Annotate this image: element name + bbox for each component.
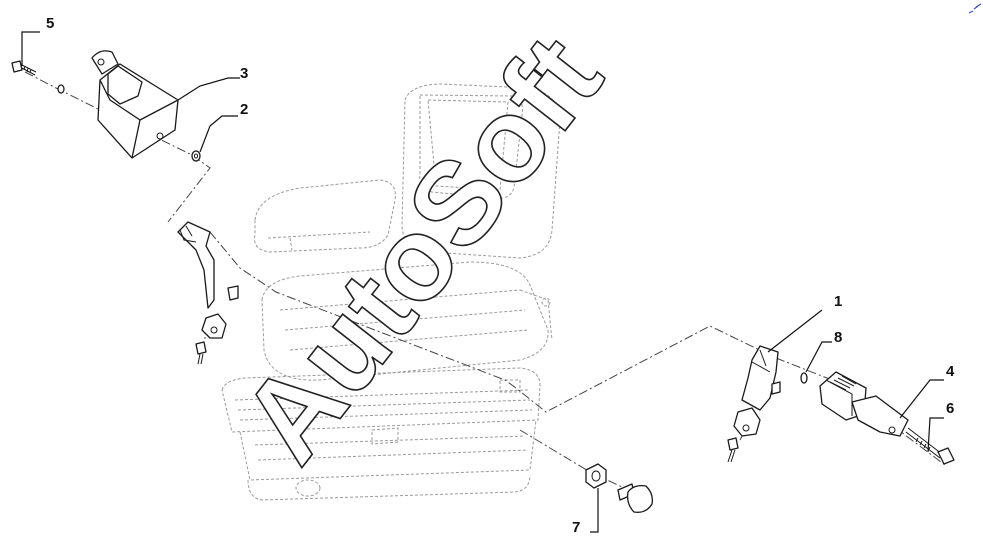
part-4-switch xyxy=(819,371,909,437)
left-bracket xyxy=(177,221,239,365)
callout-1: 1 xyxy=(834,293,842,310)
part-6-bolt xyxy=(905,427,955,465)
part-7-knob xyxy=(585,463,654,513)
leader-lines xyxy=(21,31,944,533)
watermark: AutoSoft xyxy=(216,12,627,486)
callout-3: 3 xyxy=(240,65,248,82)
part-3-module xyxy=(91,50,179,159)
callout-8: 8 xyxy=(834,329,842,346)
callout-7: 7 xyxy=(572,519,580,536)
callout-4: 4 xyxy=(946,363,955,380)
part-1-bracket xyxy=(727,345,781,463)
part-5-screw xyxy=(11,60,65,94)
corner-mark xyxy=(968,3,982,14)
callout-2: 2 xyxy=(240,101,248,118)
callout-6: 6 xyxy=(946,400,954,417)
seat-outline xyxy=(221,83,561,501)
callout-5: 5 xyxy=(46,15,54,32)
part-8-washer xyxy=(800,372,808,384)
part-2-nut xyxy=(191,150,201,162)
